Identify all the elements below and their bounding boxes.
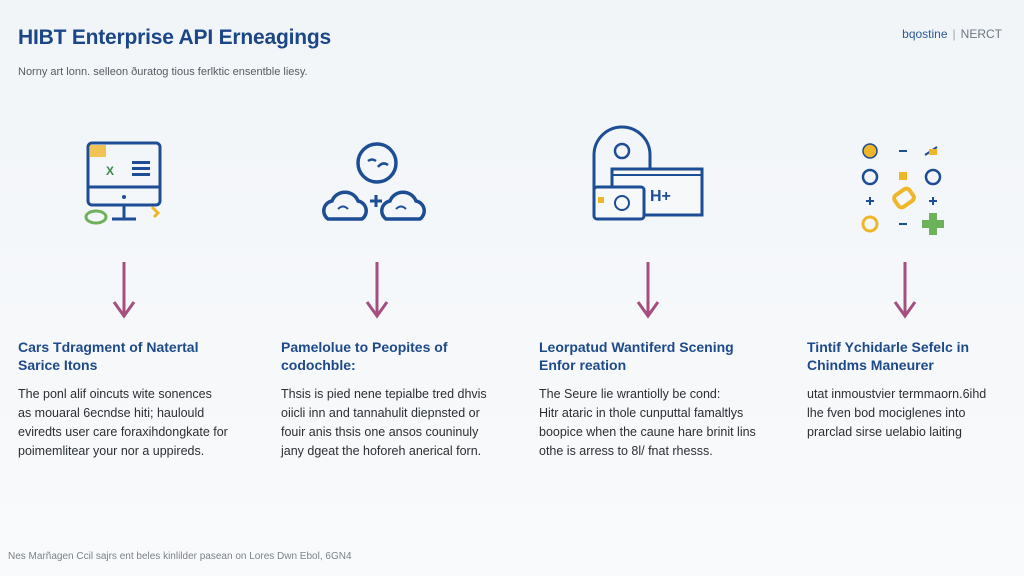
arrow-down-icon	[112, 262, 136, 319]
heading-line: Tintif Ychidarle Sefelc in	[807, 339, 970, 355]
heading-line: Enfor reation	[539, 357, 627, 373]
body-line: othe is arress to 8l/ fnat rhesss.	[539, 444, 713, 458]
arrow-down-icon	[636, 262, 660, 319]
heading-line: codochble:	[281, 357, 356, 373]
heading-line: Chindms Maneurer	[807, 357, 934, 373]
body-line: Thsis is pied nene tepialbe tred dhvis	[281, 387, 487, 401]
tools-grid-icon	[861, 143, 944, 235]
body-line: eviredts user care foraxihdongkate for	[18, 425, 228, 439]
brand-divider: |	[952, 27, 956, 41]
heading-line: Pamelolue to Peopites of	[281, 339, 448, 355]
arrow-down-icon	[893, 262, 917, 319]
page-subtitle: Norny art lonn. selleon ðuratog tious fe…	[18, 66, 308, 78]
body-line: fouir anis thsis one ansos couninuly	[281, 425, 479, 439]
body-line: prarclad sirse uelabio laiting	[807, 425, 962, 439]
column-body: Thsis is pied nene tepialbe tred dhvis oi…	[281, 385, 521, 461]
body-line: The Seure lie wrantiolly be cond:	[539, 387, 721, 401]
arrow-down-icon	[365, 262, 389, 319]
body-line: oiicli inn and tannahulit diepnsted or	[281, 406, 480, 420]
cloud-network-icon	[322, 142, 426, 221]
svg-text:H+: H+	[650, 188, 671, 205]
brand-primary: bqostine	[902, 27, 948, 41]
column-body: utat inmoustvier termmaorn.6ihd lhe fven …	[807, 385, 1024, 442]
heading-line: Cars Tdragment of Natertal	[18, 339, 199, 355]
body-line: The ponl alif oincuts wite sonences	[18, 387, 212, 401]
heading-line: Sarice Itons	[18, 357, 98, 373]
page-title: HIBT Enterprise API Erneagings	[18, 26, 331, 49]
body-line: jany dgeat the hoforeh anerical forn.	[281, 444, 482, 458]
body-line: Hitr ataric in thole cunputtal famaltlys	[539, 406, 744, 420]
body-line: utat inmoustvier termmaorn.6ihd	[807, 387, 987, 401]
column-heading: Pamelolue to Peopites of codochble:	[281, 338, 521, 374]
column-heading: Tintif Ychidarle Sefelc in Chindms Maneur…	[807, 338, 1024, 374]
column-body: The ponl alif oincuts wite sonences as mo…	[18, 385, 258, 461]
secure-server-icon: H+	[592, 125, 704, 221]
body-line: boopice when the caune hare brinit lins	[539, 425, 756, 439]
footer-note: Nes Marñagen Ccil sajrs ent beles kinlil…	[8, 551, 352, 562]
body-line: poimemlitear your nor a uppireds.	[18, 444, 205, 458]
brand-logo: bqostine | NERCT	[902, 27, 1002, 41]
body-line: as mouaral 6ecndse hiti; haulould	[18, 406, 205, 420]
svg-text:X: X	[106, 164, 114, 178]
column-body: The Seure lie wrantiolly be cond: Hitr at…	[539, 385, 779, 461]
heading-line: Leorpatud Wantiferd Scening	[539, 339, 734, 355]
body-line: lhe fven bod mociglenes into	[807, 406, 966, 420]
computer-monitor-icon: X	[84, 141, 162, 225]
brand-secondary: NERCT	[960, 27, 1002, 41]
